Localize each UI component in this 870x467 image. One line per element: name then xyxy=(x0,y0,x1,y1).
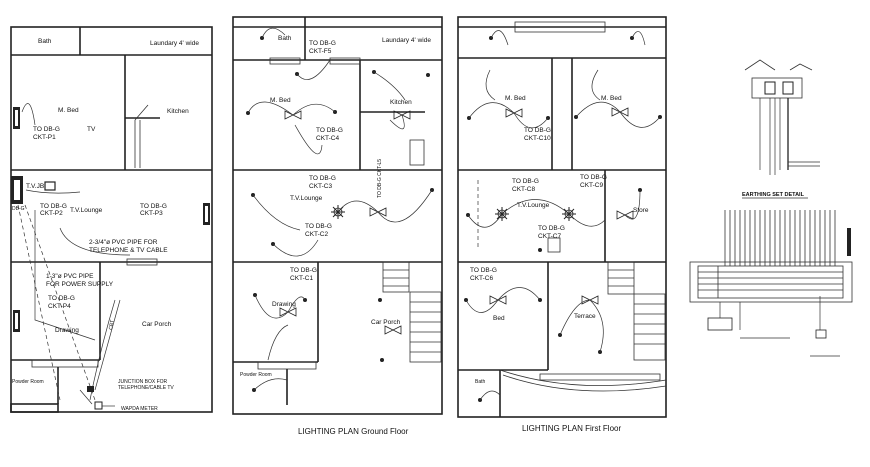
circuit-label: CKT-C6 xyxy=(470,275,494,282)
fan-icon xyxy=(505,108,523,118)
circuit-label: CKT-P4 xyxy=(48,303,71,310)
pipe-note: FOR POWER SUPPLY xyxy=(46,281,114,288)
room-label: Drawing xyxy=(272,301,296,308)
circuit-label: CKT-P1 xyxy=(33,134,56,141)
room-label: M. Bed xyxy=(270,97,291,104)
circuit-label: TO DB-G xyxy=(305,223,332,230)
junction-note: JUNCTION BOX FOR xyxy=(118,379,168,385)
circuit-label: TO DB-G xyxy=(48,295,75,302)
fan-icon xyxy=(616,210,634,220)
pipe-note: TELEPHONE & TV CABLE xyxy=(89,247,168,254)
circuit-label: CKT-C9 xyxy=(580,182,604,189)
circuit-label: CKT-F5 xyxy=(309,48,332,55)
detail-title: EARTHING SET DETAIL xyxy=(742,192,805,198)
plan1-outline xyxy=(10,26,213,413)
circuit-label: TO DB-G xyxy=(512,178,539,185)
room-label: Bed xyxy=(493,315,505,322)
circuit-label: CKT-C3 xyxy=(309,183,333,190)
circuit-label: TO DB-G xyxy=(33,126,60,133)
circuit-label: CKT-C7 xyxy=(538,233,562,240)
circuit-label: TO DB-G xyxy=(580,174,607,181)
circuit-label: CKT-P3 xyxy=(140,210,163,217)
room-label: Bath xyxy=(38,38,52,45)
light-point-icon xyxy=(426,73,430,77)
room-label: Terrace xyxy=(574,313,596,320)
room-label: Laundary 4' wide xyxy=(150,40,199,47)
wapda-meter-icon xyxy=(94,401,103,410)
tv-jb-label: T.V.JB xyxy=(26,183,44,190)
drawing-caption: LIGHTING PLAN Ground Floor xyxy=(298,427,409,436)
circuit-label: TO DB-G xyxy=(40,203,67,210)
fan-icon xyxy=(611,107,629,117)
room-label: Kitchen xyxy=(167,108,189,115)
circuit-label: CKT-C2 xyxy=(305,231,329,238)
room-label: M. Bed xyxy=(505,95,526,102)
fan-icon xyxy=(581,295,599,305)
fan-icon xyxy=(384,325,402,335)
cable-label: CBT xyxy=(108,319,116,330)
junction-note: TELEPHONE/CABLE TV xyxy=(118,385,174,391)
light-point-icon xyxy=(378,298,382,302)
tv-junction-box-icon xyxy=(44,181,56,191)
circuit-label: CKT-C10 xyxy=(524,135,551,142)
circuit-label: CKT-P2 xyxy=(40,210,63,217)
plan3-outline xyxy=(457,16,667,418)
room-label: Powder Room xyxy=(240,372,272,378)
circuit-label: TO DB-G xyxy=(309,40,336,47)
fan-icon xyxy=(279,307,297,317)
pipe-note: 1-3"ø PVC PIPE xyxy=(46,273,94,280)
room-label: T.V.Lounge xyxy=(70,207,103,214)
room-label: Bath xyxy=(475,379,486,385)
circuit-label: CKT-C8 xyxy=(512,186,536,193)
room-label: Drawing xyxy=(55,327,79,334)
circuit-label: CKT-C4 xyxy=(316,135,340,142)
tv-label: TV xyxy=(87,126,96,133)
circuit-label: TO DB-G xyxy=(140,203,167,210)
room-label: Store xyxy=(633,207,649,214)
junction-box-icon xyxy=(87,386,94,392)
room-label: M. Bed xyxy=(601,95,622,102)
room-label: T.V.Lounge xyxy=(517,202,550,209)
plan2-outline xyxy=(232,16,443,415)
drawing-caption: LIGHTING PLAN First Floor xyxy=(522,424,621,433)
room-label: Car Porch xyxy=(371,319,401,326)
circuit-label: CKT-C1 xyxy=(290,275,314,282)
ground-floor-plan: Bath Laundary 4' wide M. Bed Kitchen T.V… xyxy=(232,16,443,436)
room-label: T.V.Lounge xyxy=(290,195,323,202)
fan-icon xyxy=(369,207,387,217)
circuit-label: TO DB-G xyxy=(470,267,497,274)
meter-note: WAPDA METER xyxy=(121,406,158,412)
fan-icon xyxy=(284,110,302,120)
pipe-note: 2-3/4"ø PVC PIPE FOR xyxy=(89,239,158,246)
circuit-label: TO DB-G CKT-L5 xyxy=(377,159,383,198)
room-label: Powder Room xyxy=(12,379,44,385)
circuit-label: TO DB-G xyxy=(290,267,317,274)
circuit-label: TO DB-G xyxy=(316,127,343,134)
circuit-label: TO DB-G xyxy=(309,175,336,182)
fan-icon xyxy=(393,110,411,120)
room-label: Laundary 4' wide xyxy=(382,37,431,44)
first-floor-plan: M. Bed M. Bed T.V.Lounge Store Bed Terra… xyxy=(457,16,667,433)
circuit-label: TO DB-G xyxy=(524,127,551,134)
room-label: M. Bed xyxy=(58,107,79,114)
circuit-label: TO DB-G xyxy=(538,225,565,232)
light-point-icon xyxy=(538,248,542,252)
earthing-detail: EARTHING SET DETAIL xyxy=(689,59,853,357)
service-plan: Bath Laundary 4' wide M. Bed Kitchen T.V… xyxy=(10,26,213,413)
db-label: DB-G xyxy=(12,206,25,212)
room-label: Kitchen xyxy=(390,99,412,106)
room-label: Car Porch xyxy=(142,321,172,328)
light-point-icon xyxy=(380,358,384,362)
fan-icon xyxy=(489,295,507,305)
room-label: Bath xyxy=(278,35,292,42)
